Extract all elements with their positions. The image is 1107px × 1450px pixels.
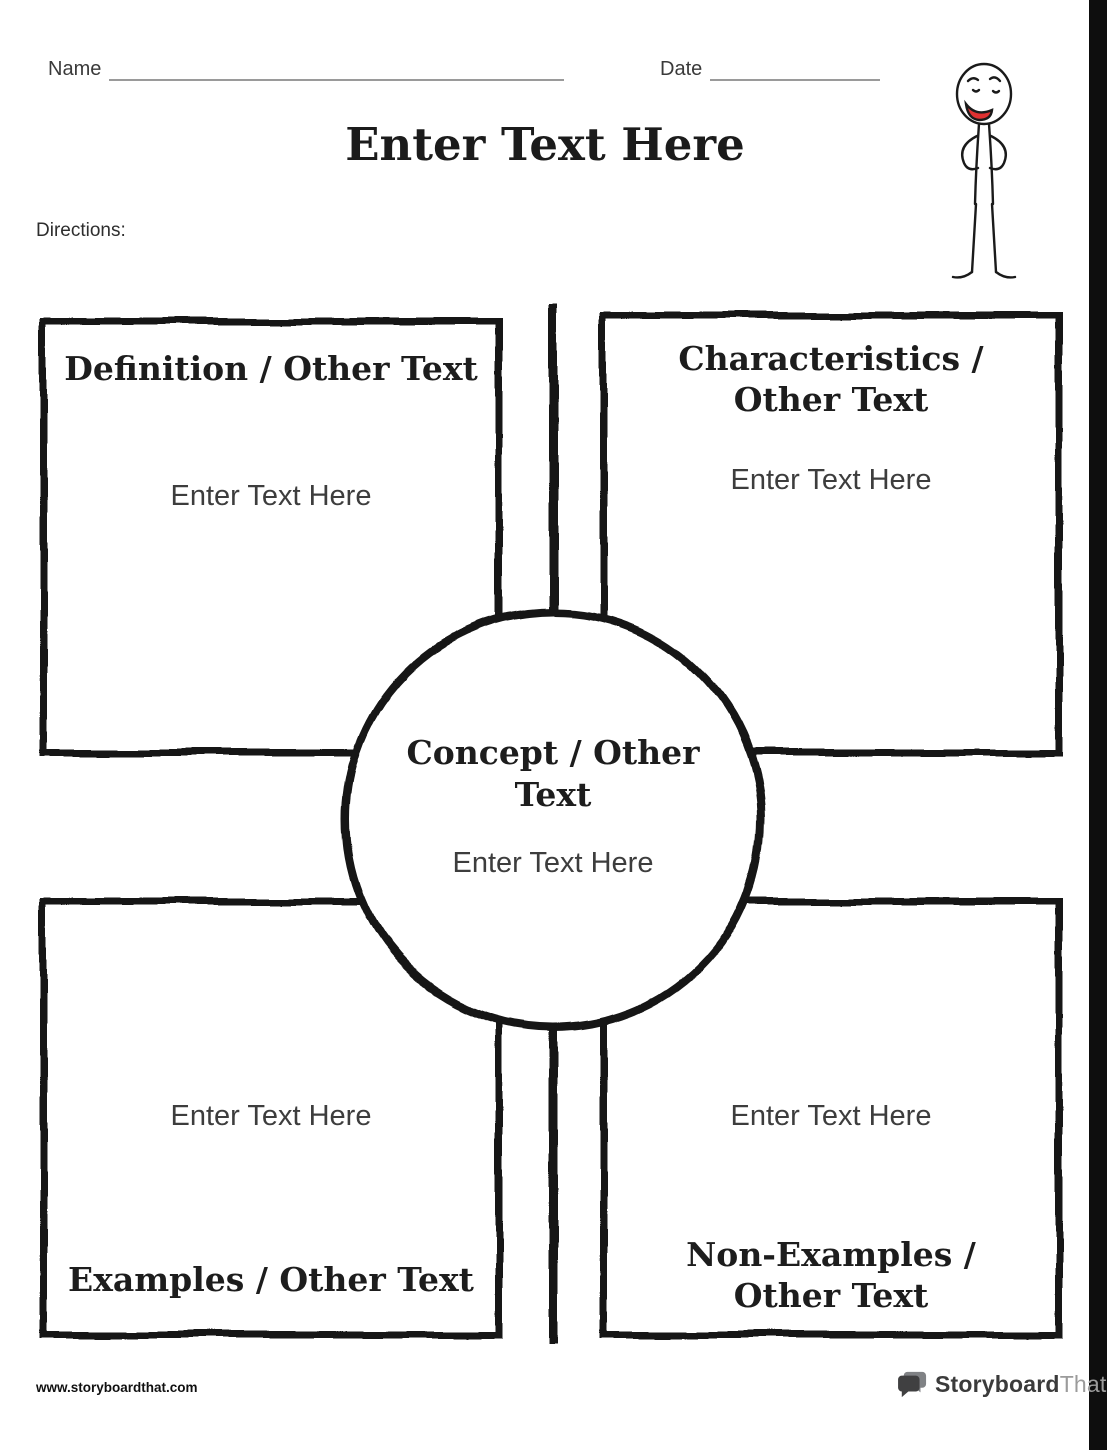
date-field-row: Date [660, 58, 881, 81]
concept-circle-border [341, 608, 765, 1032]
non-examples-box-title[interactable]: Non-Examples / Other Text [686, 1234, 976, 1315]
non-examples-box-body[interactable]: Enter Text Here [730, 1100, 932, 1132]
definition-box-border [40, 318, 502, 756]
non-examples-box: Enter Text Here Non-Examples / Other Tex… [600, 898, 1062, 1338]
stick-figure-illustration [928, 60, 1044, 300]
examples-box-border [40, 898, 502, 1338]
page-edge-bar [1089, 0, 1107, 1450]
examples-box-title[interactable]: Examples / Other Text [68, 1259, 474, 1299]
concept-circle-body[interactable]: Enter Text Here [452, 846, 654, 879]
date-label: Date [660, 58, 703, 80]
logo-text-storyboard: Storyboard [935, 1370, 1060, 1397]
examples-box: Enter Text Here Examples / Other Text [40, 898, 502, 1338]
concept-circle-title[interactable]: Concept / Other Text [406, 733, 700, 814]
logo-text: StoryboardThat [935, 1371, 1107, 1398]
site-url: www.storyboardthat.com [36, 1380, 198, 1395]
name-label: Name [48, 58, 102, 80]
concept-circle-content: Concept / Other Text Enter Text Here [341, 594, 765, 1018]
concept-circle: Concept / Other Text Enter Text Here [341, 608, 765, 1032]
non-examples-box-border [600, 898, 1062, 1338]
characteristics-box-border [600, 312, 1062, 756]
logo-text-that: That [1059, 1370, 1107, 1397]
examples-box-body[interactable]: Enter Text Here [170, 1100, 372, 1132]
definition-box: Definition / Other Text Enter Text Here [40, 318, 502, 756]
worksheet-title[interactable]: Enter Text Here [345, 118, 745, 171]
storyboardthat-logo: StoryboardThat [898, 1370, 1107, 1398]
directions-label: Directions: [36, 220, 126, 241]
characteristics-box-title[interactable]: Characteristics / Other Text [678, 339, 984, 420]
characteristics-box-body[interactable]: Enter Text Here [730, 464, 932, 496]
definition-box-title[interactable]: Definition / Other Text [64, 349, 478, 388]
name-input-line[interactable] [109, 59, 565, 81]
definition-box-body[interactable]: Enter Text Here [170, 480, 372, 512]
stick-figure-icon [951, 62, 1017, 279]
date-input-line[interactable] [710, 59, 881, 81]
characteristics-box: Characteristics / Other Text Enter Text … [600, 312, 1062, 756]
speech-bubbles-icon [898, 1371, 927, 1398]
name-field-row: Name [48, 58, 565, 81]
